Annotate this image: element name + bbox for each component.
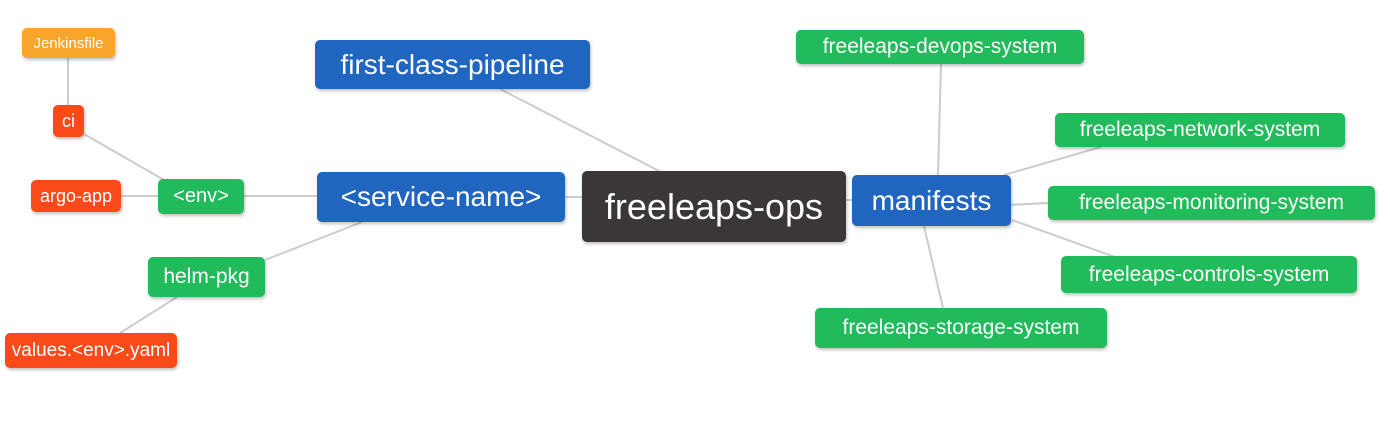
node-jenkinsfile[interactable]: Jenkinsfile <box>22 28 115 58</box>
node-helm-pkg[interactable]: helm-pkg <box>148 257 265 297</box>
node-values-env-yaml[interactable]: values.<env>.yaml <box>5 333 177 368</box>
node-freeleaps-ops[interactable]: freeleaps-ops <box>582 171 846 242</box>
node-freeleaps-controls-system[interactable]: freeleaps-controls-system <box>1061 256 1357 293</box>
edge-pipeline-root <box>499 88 662 173</box>
edge-ci-env <box>83 133 165 181</box>
node-freeleaps-monitoring-system[interactable]: freeleaps-monitoring-system <box>1048 186 1375 220</box>
node-env[interactable]: <env> <box>158 179 244 214</box>
edge-values-yaml-helm-pkg <box>119 296 178 334</box>
node-freeleaps-devops-system[interactable]: freeleaps-devops-system <box>796 30 1084 64</box>
node-freeleaps-network-system[interactable]: freeleaps-network-system <box>1055 113 1345 147</box>
edge-helm-pkg-service-name <box>264 221 363 261</box>
node-freeleaps-storage-system[interactable]: freeleaps-storage-system <box>815 308 1107 348</box>
edge-manifests-monitoring <box>1007 202 1049 206</box>
node-first-class-pipeline[interactable]: first-class-pipeline <box>315 40 590 89</box>
node-manifests[interactable]: manifests <box>852 175 1011 226</box>
edge-manifests-devops <box>937 63 942 176</box>
node-service-name[interactable]: <service-name> <box>317 172 565 222</box>
edge-manifests-storage <box>923 225 944 309</box>
node-ci[interactable]: ci <box>53 105 84 137</box>
node-argo-app[interactable]: argo-app <box>31 180 121 212</box>
edge-manifests-controls <box>1011 219 1116 258</box>
edge-manifests-network <box>1003 146 1102 176</box>
